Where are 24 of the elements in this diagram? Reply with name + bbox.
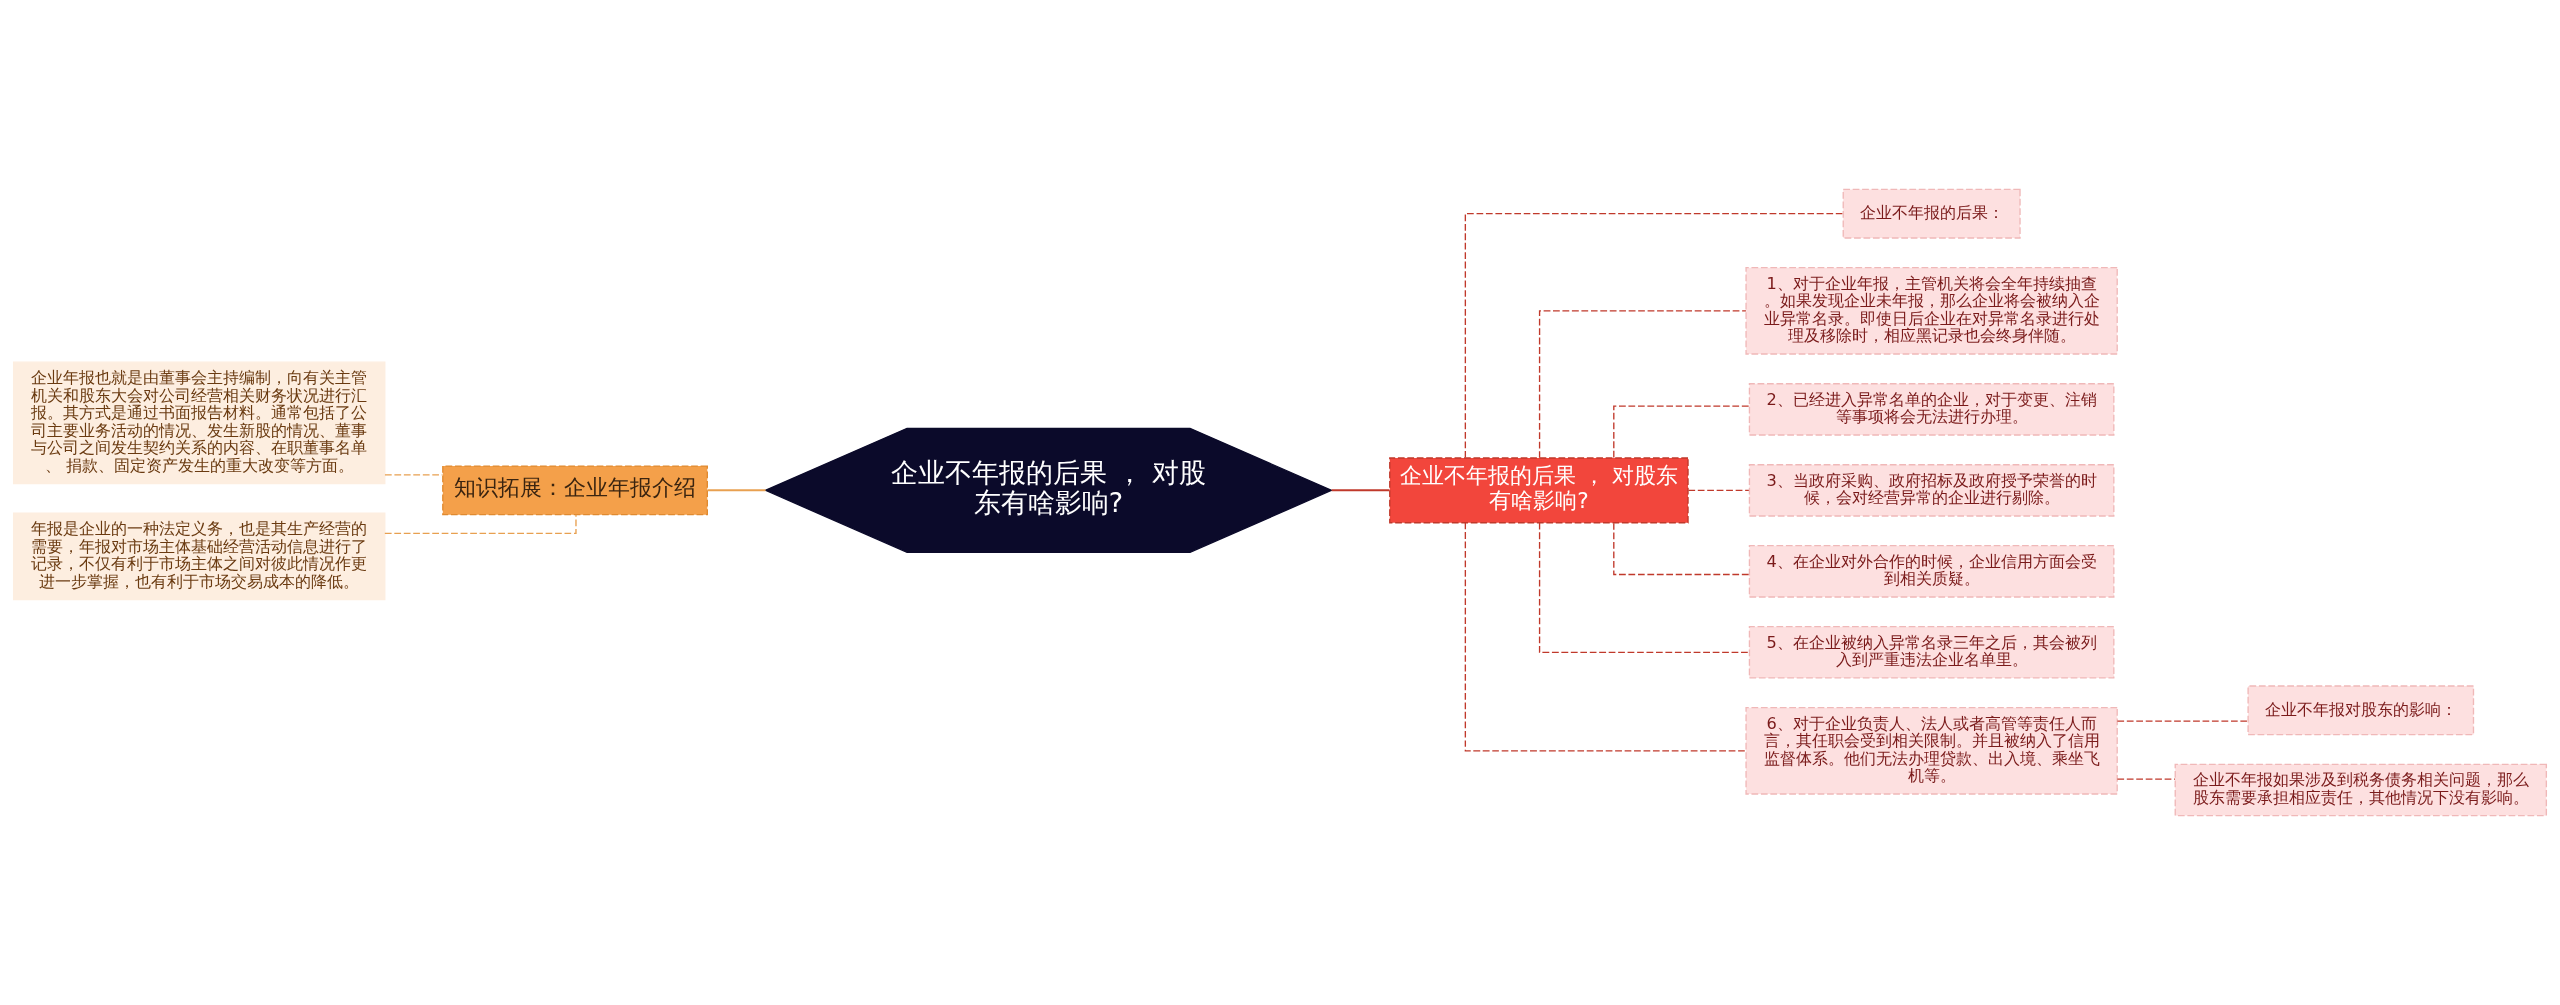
node-box: 企业不年报如果涉及到税务债务相关问题，那么股东需要承担相应责任，其他情况下没有影响。 <box>2174 763 2548 817</box>
connector <box>1613 405 1750 459</box>
connector <box>1538 310 1747 459</box>
node-box: 企业不年报对股东的影响： <box>2247 685 2475 736</box>
node-box: 企业年报也就是由董事会主持编制，向有关主管机关和股东大会对公司经营相关财务状况进行汇报。其方式是通过书面报告材料。通常包括了公司主要业务活动的情况、发生新股的情况、董事与公司之间发生契约关系的内容、在职董事名单、 捐款、固定资产发生的重大改变等方面。 <box>12 361 386 485</box>
node-box: 2、已经进入异常名单的企业，对于变更、注销等事项将会无法进行办理。 <box>1748 383 2115 436</box>
node-box: 6、对于企业负责人、法人或者高管等责任人而言，其任职会受到相关限制。并且被纳入了信用监督体系。他们无法办理贷款、出入境、乘坐飞机等。 <box>1745 706 2118 795</box>
node-box: 企业不年报的后果： <box>1842 188 2021 239</box>
connector <box>2116 720 2249 722</box>
connector <box>1464 522 1747 752</box>
connector <box>1331 489 1390 492</box>
node-box: 知识拓展：企业年报介绍 <box>442 465 708 516</box>
connector <box>1538 522 1751 653</box>
connector <box>1613 522 1750 576</box>
connector <box>1687 489 1750 492</box>
node-box: 年报是企业的一种法定义务，也是其生产经营的需要，年报对市场主体基础经营活动信息进行了记录，不仅有利于市场主体之间对彼此情况作更进一步掌握，也有利于市场交易成本的降低。 <box>12 512 386 601</box>
connector <box>707 489 766 492</box>
node-box: 企业不年报的后果 ， 对股东有啥影响? <box>1389 457 1689 524</box>
connector <box>1464 213 1844 459</box>
node-box: 4、在企业对外合作的时候，企业信用方面会受到相关质疑。 <box>1748 545 2115 598</box>
node-box: 5、在企业被纳入异常名录三年之后，其会被列入到严重违法企业名单里。 <box>1748 626 2115 679</box>
connector <box>2116 778 2176 780</box>
node-box: 1、对于企业年报，主管机关将会全年持续抽查。如果发现企业未年报，那么企业将会被纳入企业异常名录。即使日后企业在对异常名录进行处理及移除时，相应黑记录也会终身伴随。 <box>1745 267 2118 355</box>
node-box: 3、当政府采购、政府招标及政府授予荣誉的时候，会对经营异常的企业进行剔除。 <box>1748 464 2115 517</box>
